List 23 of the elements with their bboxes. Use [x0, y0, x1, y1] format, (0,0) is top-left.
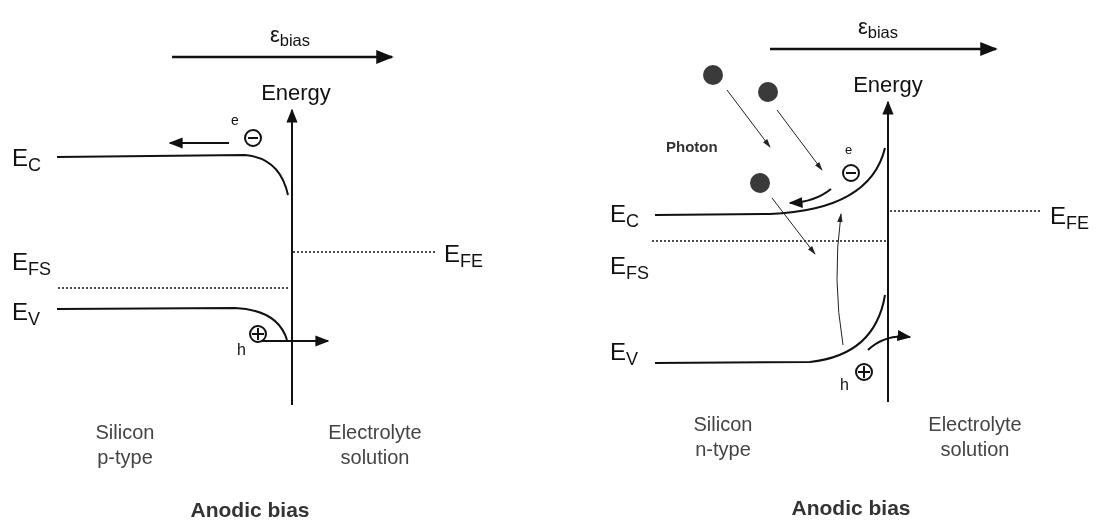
region-label: Electrolyte solution — [927, 412, 1023, 462]
band-label: E$_{FE}$ — [1050, 201, 1090, 234]
band-label: E$_{FS}$ — [610, 251, 650, 284]
band-label: E$_{FS}$ — [12, 247, 52, 280]
panel-title: Anodic bias — [189, 497, 311, 523]
band-label: E$_{FE}$ — [444, 239, 484, 272]
photon-label: Photon — [666, 137, 718, 157]
charge-label: h — [237, 340, 246, 360]
charge-label: e — [845, 141, 853, 159]
axis-label: Energy — [260, 79, 332, 107]
charge-label: h — [840, 375, 849, 395]
band-label: E$_{C}$ — [12, 143, 41, 176]
field-symbol: ε$_{bias}$ — [268, 21, 312, 51]
region-label: Silicon n-type — [692, 412, 754, 462]
region-label: Silicon p-type — [94, 420, 156, 470]
axis-label: Energy — [852, 71, 924, 99]
charge-label: e — [231, 111, 239, 130]
panel-title: Anodic bias — [790, 495, 912, 521]
region-label: Electrolyte solution — [327, 420, 423, 470]
band-label: E$_{C}$ — [610, 199, 639, 232]
band-label: E$_{V}$ — [12, 297, 41, 330]
band-label: E$_{V}$ — [610, 337, 639, 370]
field-symbol: ε$_{bias}$ — [856, 13, 900, 43]
